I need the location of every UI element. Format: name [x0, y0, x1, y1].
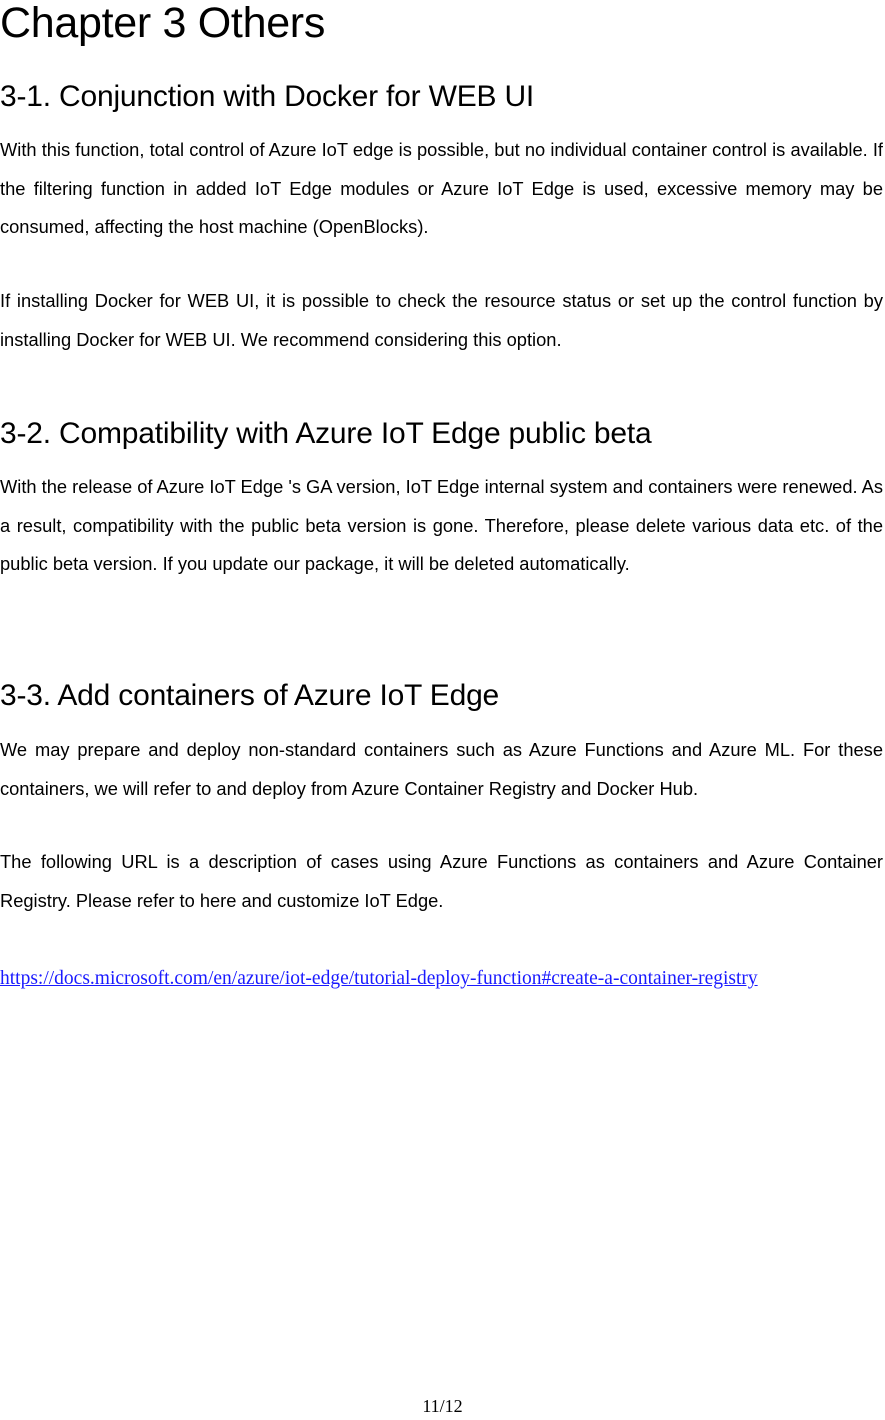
section-heading-3-1: 3-1. Conjunction with Docker for WEB UI	[0, 80, 535, 113]
section-3-2-paragraph-1: With the release of Azure IoT Edge 's GA…	[0, 476, 883, 574]
chapter-title: Chapter 3 Others	[0, 0, 326, 47]
page-number: 11/12	[422, 1396, 463, 1416]
section-heading-3-2: 3-2. Compatibility with Azure IoT Edge p…	[0, 417, 652, 450]
section-heading-3-3: 3-3. Add containers of Azure IoT Edge	[0, 679, 500, 712]
microsoft-docs-link[interactable]: https://docs.microsoft.com/en/azure/iot-…	[0, 968, 758, 989]
section-3-1-paragraph-2: If installing Docker for WEB UI, it is p…	[0, 290, 883, 350]
section-3-3-paragraph-1: We may prepare and deploy non-standard c…	[0, 739, 883, 799]
section-3-3-paragraph-2: The following URL is a description of ca…	[0, 851, 883, 911]
section-3-1-paragraph-1: With this function, total control of Azu…	[0, 139, 883, 237]
